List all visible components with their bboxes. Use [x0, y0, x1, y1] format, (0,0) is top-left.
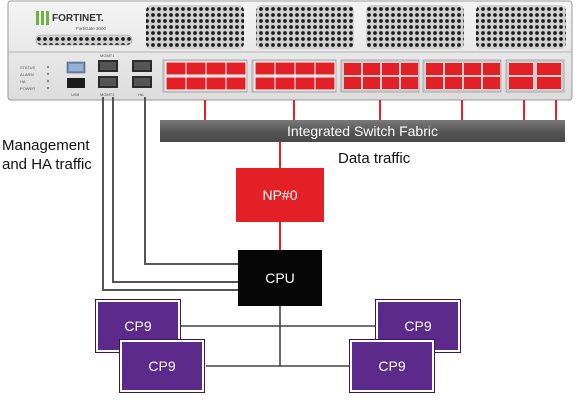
cpu-node: CPU	[238, 250, 322, 306]
ha-port: HA	[132, 60, 152, 97]
status-leds: STATUS ALARM HA POWER	[20, 65, 50, 91]
data-connectors	[204, 100, 557, 250]
sfp-block-17-24	[340, 59, 420, 93]
fortigate-device: FORTINET. FortiGate 3000 STATUS ALARM HA…	[7, 0, 573, 101]
port-block-1-8	[162, 59, 248, 93]
data-traffic-label: Data traffic	[338, 150, 411, 167]
cp9-node: CP9	[350, 340, 434, 392]
cp9-node: CP9	[120, 340, 204, 392]
led-label: POWER	[20, 86, 35, 91]
cp9-bus	[178, 306, 378, 367]
management-traffic-label: Management and HA traffic	[2, 137, 92, 173]
np0-node: NP#0	[236, 168, 324, 222]
sfp-block-25-32	[422, 59, 502, 93]
vent-grille	[146, 5, 244, 49]
management-connectors	[102, 97, 238, 291]
led-label: STATUS	[20, 65, 36, 70]
integrated-switch-fabric: Integrated Switch Fabric	[160, 120, 565, 142]
usb-port: USB	[66, 61, 86, 97]
mgmt1-label: MGMT1	[100, 53, 115, 58]
mgmt2-label: MGMT2	[100, 92, 115, 97]
ha-label: HA	[138, 92, 144, 97]
device-brand: FORTINET.	[52, 13, 104, 24]
led-label: ALARM	[20, 72, 34, 77]
vent-grille	[476, 5, 566, 49]
port-block-9-16	[251, 59, 337, 93]
vent-grille	[256, 5, 354, 49]
device-model: FortiGate 3000	[76, 26, 107, 31]
vent-grille	[366, 5, 464, 49]
qsfp-block-33-34	[505, 59, 565, 93]
led-label: HA	[20, 79, 26, 84]
mgmt-ports: MGMT1 MGMT2	[98, 53, 118, 97]
usb-label: USB	[71, 92, 80, 97]
fortinet-logo-icon: FORTINET. FortiGate 3000	[36, 11, 107, 31]
device-handle	[35, 34, 133, 46]
